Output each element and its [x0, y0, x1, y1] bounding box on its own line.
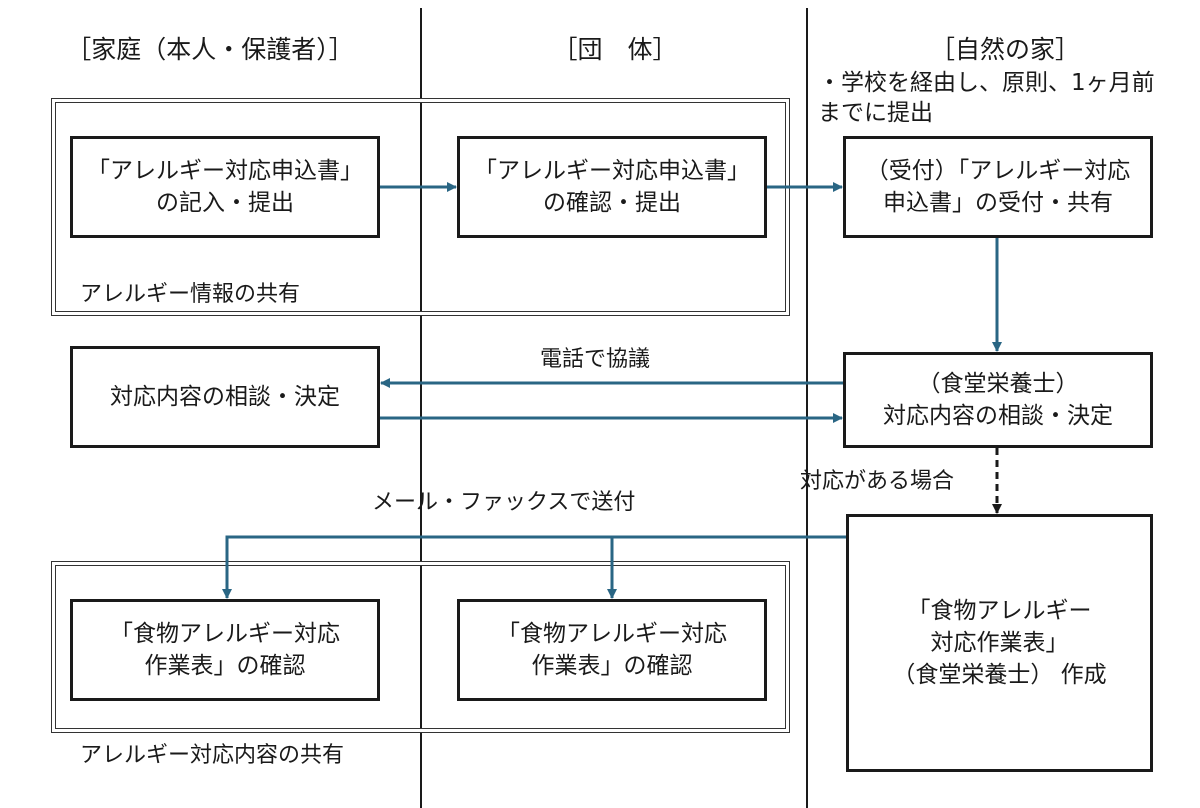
group-confirm-line-1: 「アレルギー対応申込書」	[474, 158, 750, 184]
family-sheet-line-2: 作業表」の確認	[144, 653, 306, 679]
nature-sheet-line-1: 「食物アレルギー	[907, 598, 1092, 624]
family-consult-box: 対応内容の相談・決定	[70, 346, 380, 448]
submission-note-line-2: までに提出	[818, 100, 933, 126]
family-fill-application-box: 「アレルギー対応申込書」 の記入・提出	[70, 136, 380, 238]
nature-sheet-line-3: （食堂栄養士） 作成	[892, 662, 1107, 688]
nature-receive-application-box: （受付）「アレルギー対応 申込書」の受付・共有	[843, 136, 1153, 238]
allergy-info-share-label: アレルギー情報の共有	[80, 282, 301, 307]
submission-note-line-1: ・学校を経由し、原則、1ヶ月前	[818, 70, 1155, 96]
family-work-sheet-box: 「食物アレルギー対応 作業表」の確認	[70, 599, 380, 701]
group-sheet-line-2: 作業表」の確認	[531, 653, 693, 679]
phone-discussion-label: 電話で協議	[540, 347, 651, 372]
group-confirm-line-2: の確認・提出	[543, 190, 681, 216]
allergy-response-share-label: アレルギー対応内容の共有	[80, 743, 345, 768]
nature-receive-line-1: （受付）「アレルギー対応	[865, 158, 1131, 184]
lane-header-nature: ［自然の家］	[929, 35, 1080, 64]
lane-divider-right	[806, 8, 808, 808]
family-sheet-line-1: 「食物アレルギー対応	[110, 621, 340, 647]
nature-work-sheet-box: 「食物アレルギー 対応作業表」 （食堂栄養士） 作成	[846, 514, 1153, 772]
lane-divider-left	[420, 8, 422, 808]
family-consult-line-1: 対応内容の相談・決定	[110, 384, 340, 410]
nature-receive-line-2: 申込書」の受付・共有	[883, 190, 1113, 216]
group-sheet-line-1: 「食物アレルギー対応	[497, 621, 727, 647]
allergy-info-share-group	[51, 98, 790, 316]
lane-header-family: ［家庭（本人・保護者）］	[66, 35, 354, 64]
nature-consult-line-2: 対応内容の相談・決定	[883, 403, 1113, 429]
mail-fax-label: メール・ファックスで送付	[372, 490, 636, 515]
if-response-needed-label: 対応がある場合	[800, 469, 955, 494]
nature-sheet-line-2: 対応作業表」	[930, 630, 1069, 656]
submission-note: ・学校を経由し、原則、1ヶ月前 までに提出	[818, 68, 1155, 128]
family-fill-line-2: の記入・提出	[156, 190, 294, 216]
lane-header-group: ［団 体］	[552, 35, 678, 64]
nature-consult-line-1: （食堂栄養士）	[917, 371, 1079, 397]
group-confirm-application-box: 「アレルギー対応申込書」 の確認・提出	[457, 136, 767, 238]
nature-consult-box: （食堂栄養士） 対応内容の相談・決定	[843, 352, 1153, 448]
family-fill-line-1: 「アレルギー対応申込書」	[87, 158, 363, 184]
group-work-sheet-box: 「食物アレルギー対応 作業表」の確認	[457, 599, 767, 701]
